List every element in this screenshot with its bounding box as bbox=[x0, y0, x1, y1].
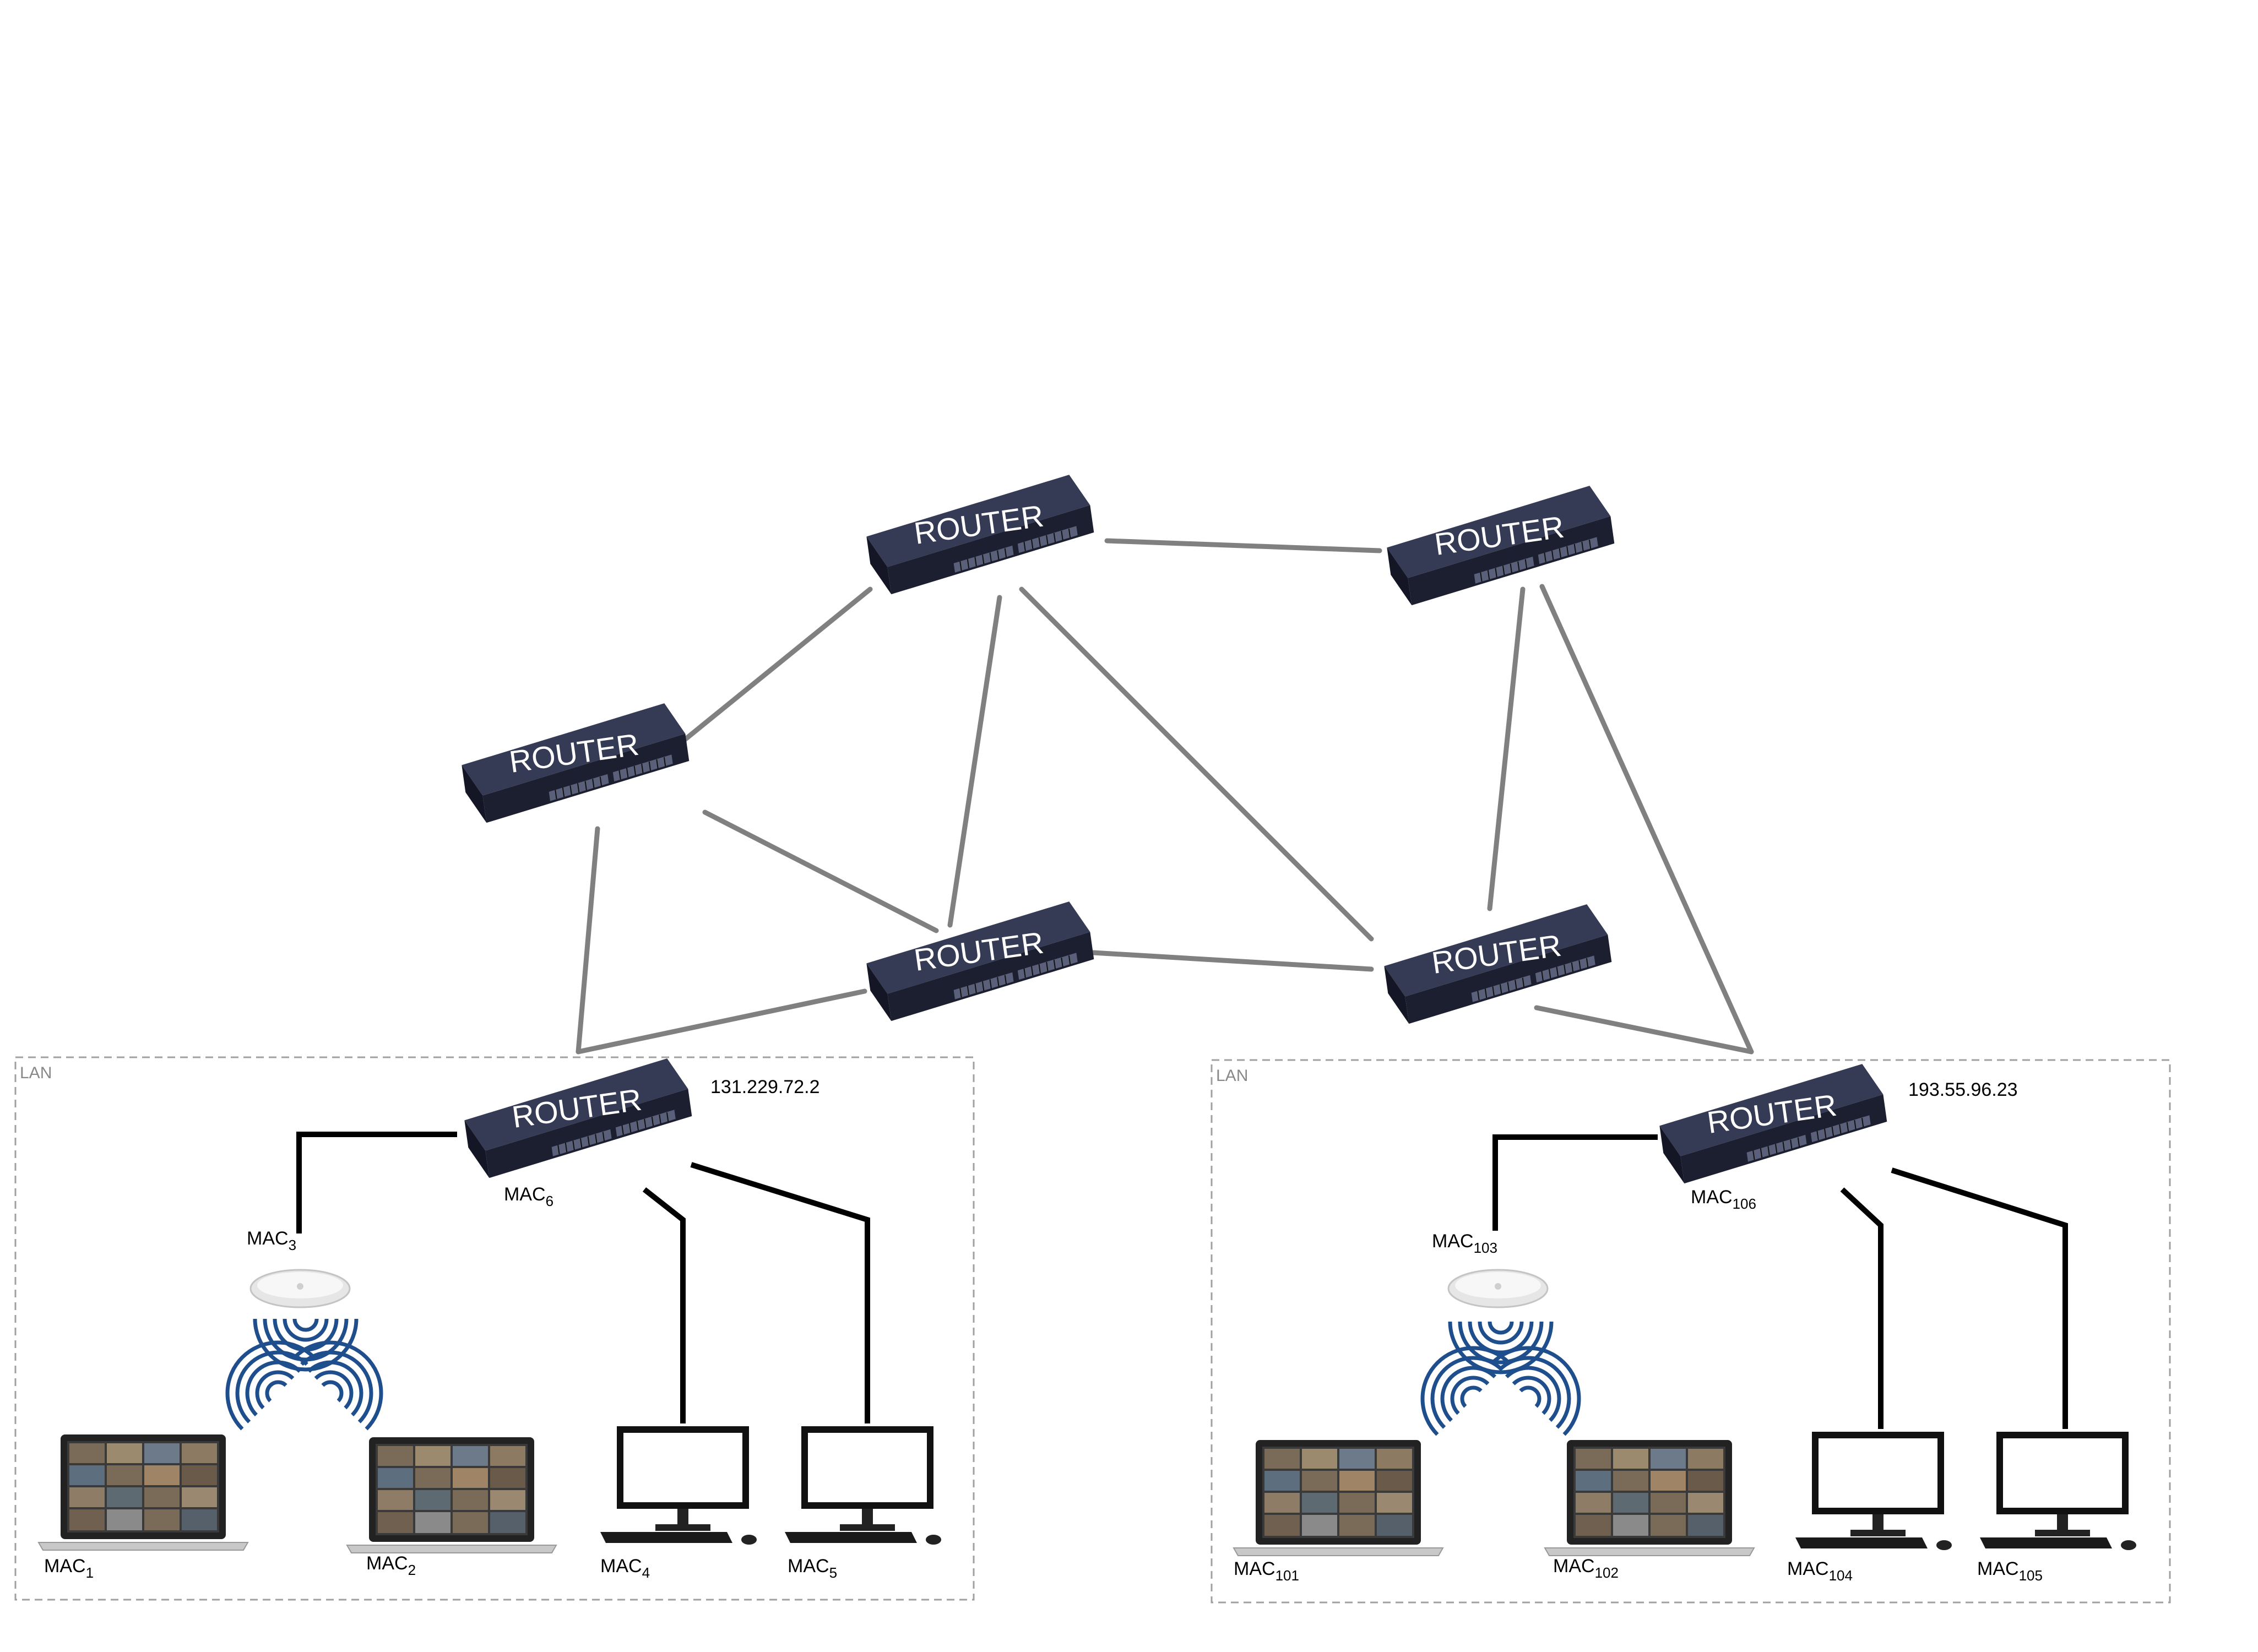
device-mac-label: MAC101 bbox=[1234, 1558, 1299, 1584]
link-r2-r1 bbox=[677, 586, 873, 746]
link-lanrouter2-desktop104 bbox=[1840, 1187, 1884, 1429]
lan1-router[interactable]: ROUTER bbox=[459, 1055, 697, 1181]
lan2-desktop-105[interactable] bbox=[1980, 1432, 2136, 1550]
lan-boundary-1 bbox=[14, 1056, 975, 1601]
lan2-router-mac: MAC106 bbox=[1691, 1187, 1756, 1212]
lan2-ap-mac: MAC103 bbox=[1432, 1231, 1497, 1256]
device-mac-label: MAC104 bbox=[1787, 1558, 1853, 1584]
link-lanrouter2-desktop105 bbox=[1891, 1167, 2068, 1429]
device-mac-label: MAC4 bbox=[600, 1556, 650, 1581]
lan1-wifi-waves bbox=[207, 1319, 402, 1429]
link-lanrouter1-desktop5 bbox=[690, 1162, 870, 1423]
link-r5-lanrouter2 bbox=[1534, 1005, 1754, 1055]
link-lanrouter1-desktop4 bbox=[642, 1187, 686, 1423]
lan1-links bbox=[296, 1132, 870, 1423]
link-r4-lanrouter1 bbox=[576, 988, 867, 1055]
device-mac-label: MAC105 bbox=[1977, 1558, 2043, 1584]
link-lanrouter1-ap bbox=[296, 1132, 457, 1233]
lan1-router-address: 131.229.72.2 bbox=[710, 1077, 820, 1097]
lan2-access-point[interactable] bbox=[1447, 1269, 1549, 1308]
lan1-desktop-5[interactable] bbox=[785, 1426, 941, 1545]
device-mac-label: MAC5 bbox=[788, 1556, 837, 1581]
lan1-desktop-4[interactable] bbox=[600, 1426, 757, 1545]
link-r2-r5 bbox=[1019, 586, 1374, 942]
lan2-wifi-waves bbox=[1402, 1322, 1600, 1434]
lan2-desktop-104[interactable] bbox=[1795, 1432, 1952, 1550]
device-mac-label: MAC2 bbox=[366, 1553, 416, 1578]
lan1-access-point[interactable] bbox=[249, 1269, 351, 1308]
lan-label-1: LAN bbox=[20, 1064, 52, 1082]
link-lanrouter2-ap bbox=[1492, 1134, 1658, 1231]
lan1-laptop-1[interactable] bbox=[38, 1434, 248, 1551]
device-mac-label: MAC1 bbox=[44, 1556, 94, 1581]
link-r4-r5 bbox=[1090, 950, 1374, 972]
link-r2-r4 bbox=[947, 595, 1002, 928]
lan2-laptop-101[interactable] bbox=[1233, 1439, 1443, 1556]
lan1-laptop-2[interactable] bbox=[346, 1437, 557, 1553]
link-r3-lanrouter2 bbox=[1539, 584, 1754, 1055]
lan2-router[interactable]: ROUTER bbox=[1654, 1061, 1892, 1187]
lan1-router-mac: MAC6 bbox=[504, 1184, 553, 1209]
lan-label-2: LAN bbox=[1216, 1067, 1248, 1085]
core-links bbox=[576, 538, 1754, 1055]
core-router-3[interactable]: ROUTER bbox=[1382, 482, 1620, 608]
core-router-5[interactable]: ROUTER bbox=[1379, 901, 1617, 1027]
link-r2-r3 bbox=[1104, 538, 1382, 553]
link-r3-r5 bbox=[1487, 586, 1526, 911]
lan2-laptop-102[interactable] bbox=[1544, 1439, 1755, 1556]
lan-boundary-2 bbox=[1211, 1059, 2171, 1604]
link-r1-r4 bbox=[702, 809, 939, 933]
device-mac-label: MAC102 bbox=[1553, 1556, 1619, 1581]
lan1-ap-mac: MAC3 bbox=[247, 1228, 296, 1253]
lan2-links bbox=[1492, 1134, 2068, 1429]
core-router-4[interactable]: ROUTER bbox=[861, 898, 1099, 1024]
lan2-router-address: 193.55.96.23 bbox=[1908, 1079, 2018, 1100]
core-router-1[interactable]: ROUTER bbox=[457, 700, 694, 826]
link-r1-lanrouter1 bbox=[576, 826, 600, 1055]
core-router-2[interactable]: ROUTER bbox=[861, 471, 1099, 597]
